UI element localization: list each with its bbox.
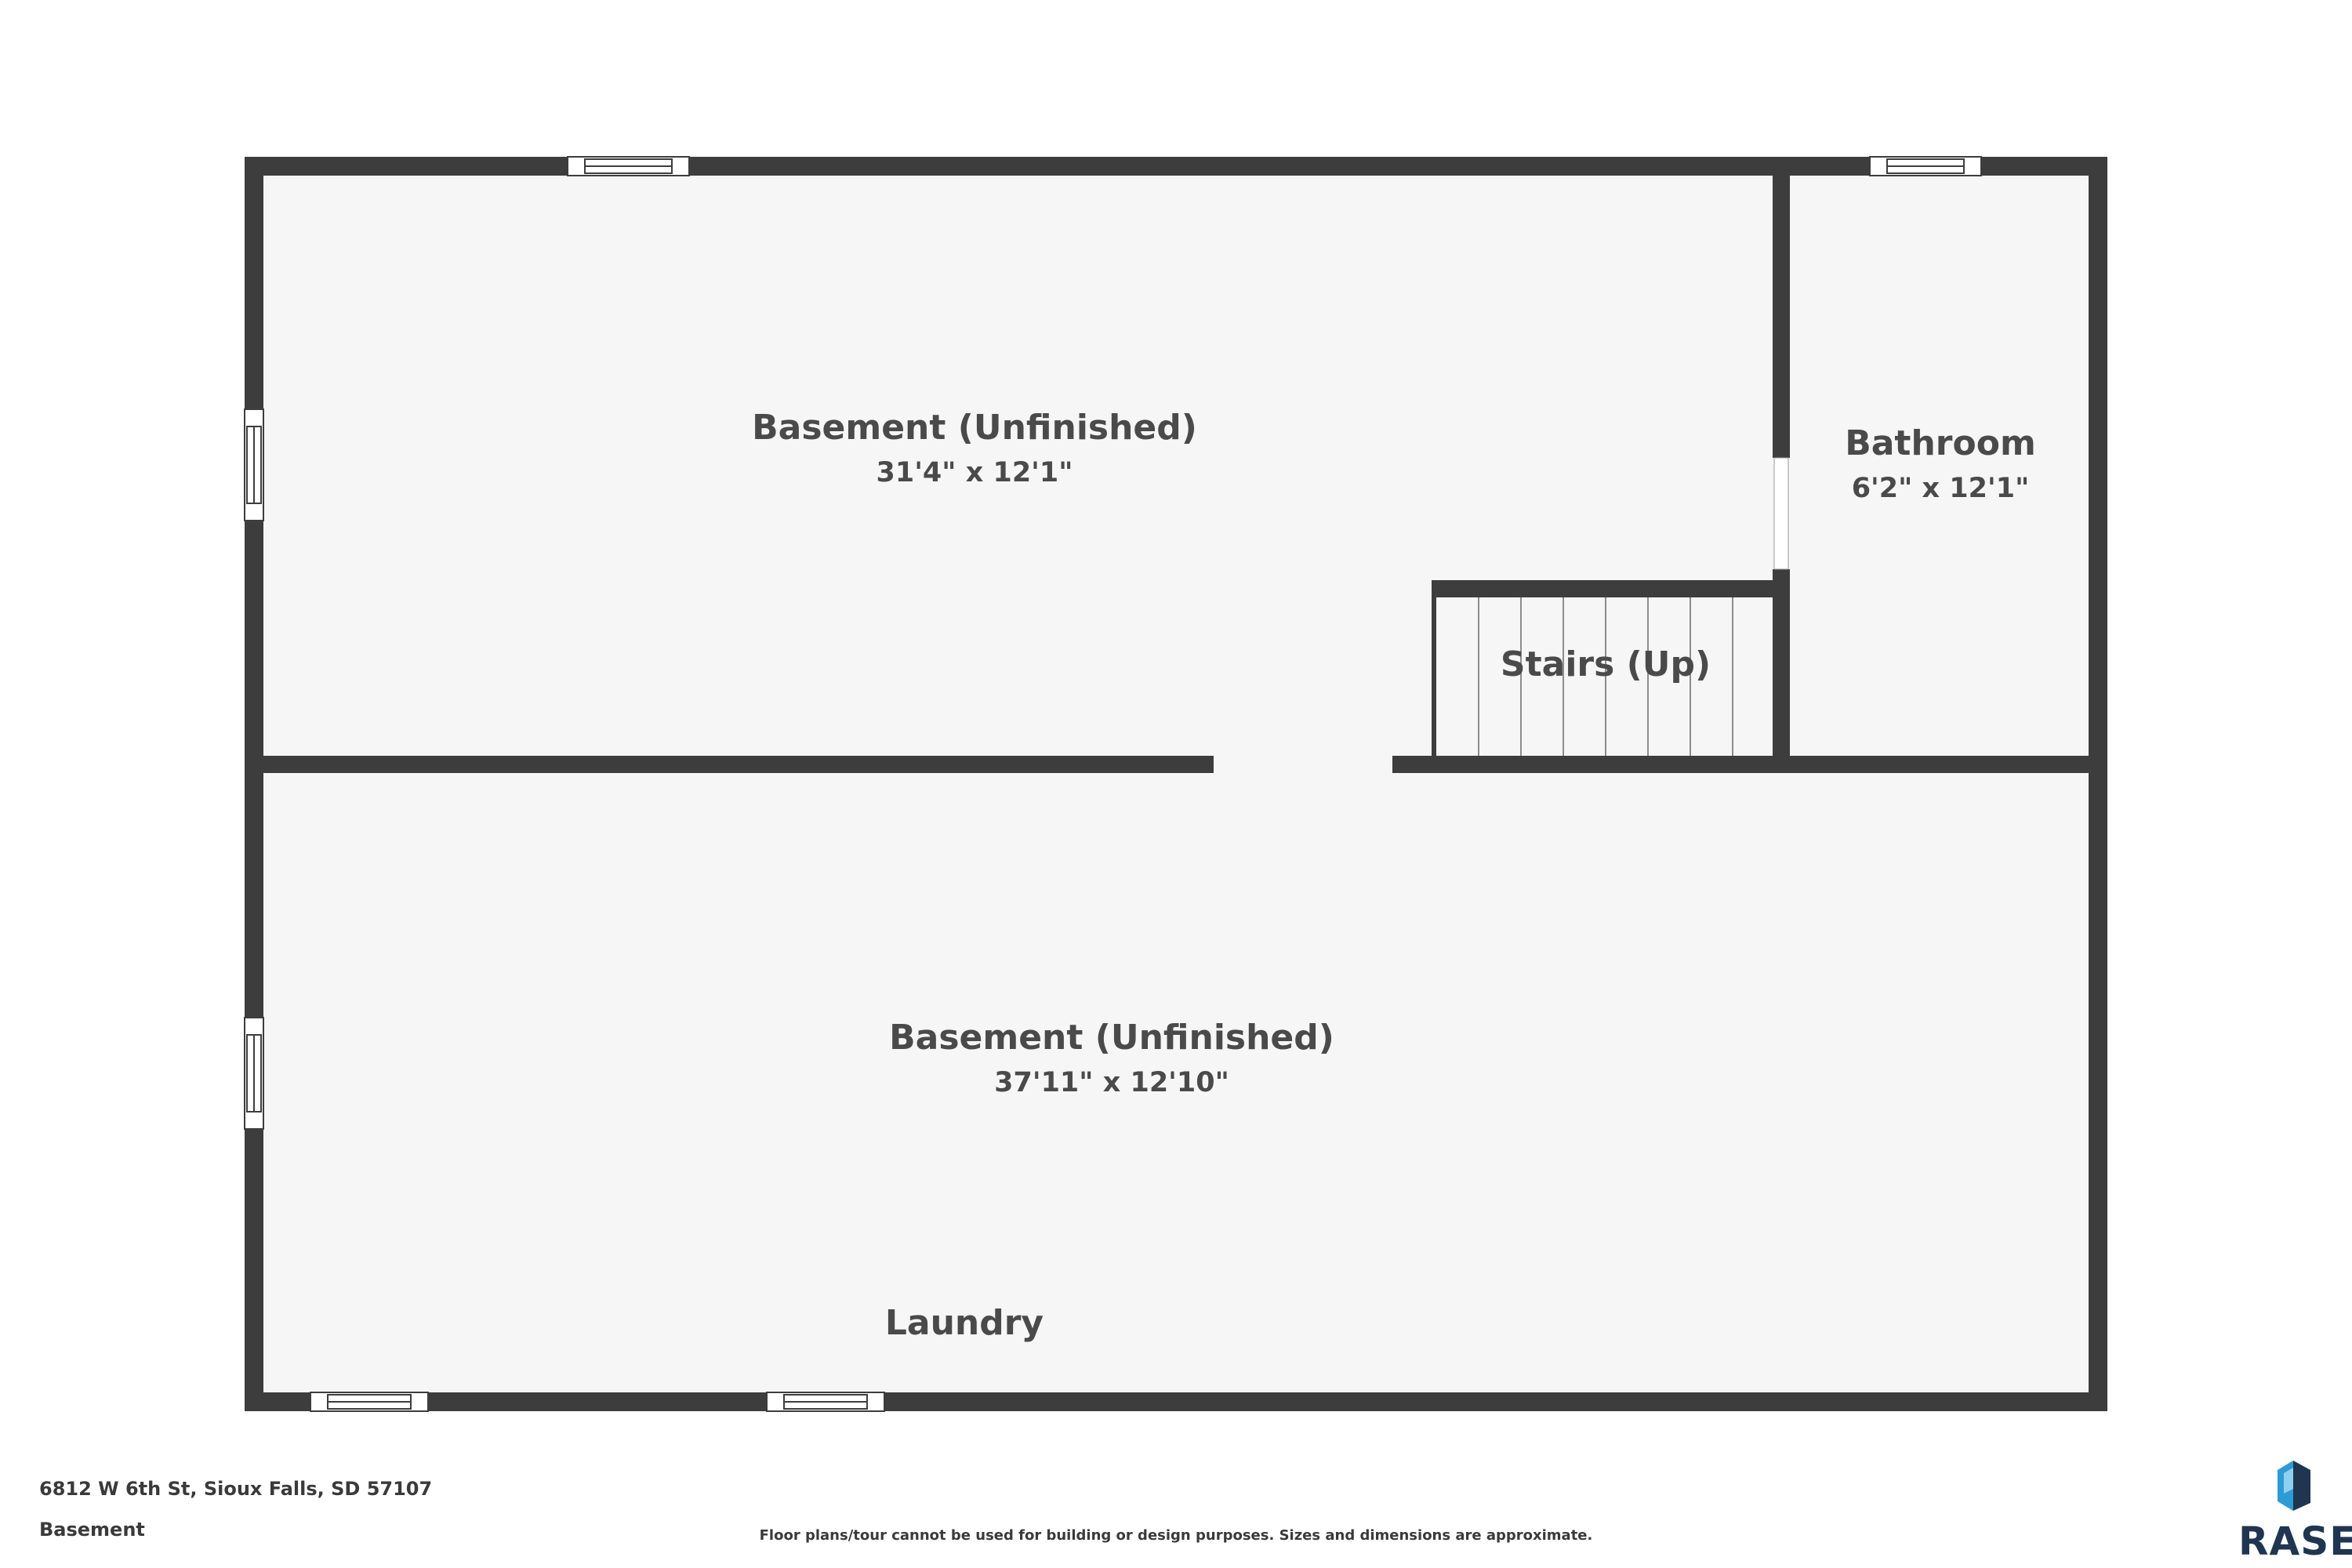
rase-logo: RASE (2238, 1454, 2352, 1568)
logo-text: RASE (2238, 1519, 2352, 1564)
bathroom-wall-lower (1773, 569, 1790, 773)
horizontal-wall-right (1392, 756, 2107, 773)
disclaimer-text: Floor plans/tour cannot be used for buil… (759, 1527, 1593, 1544)
stairs-left-wall (1432, 580, 1436, 773)
window-bottom-left (310, 1392, 429, 1412)
bathroom-wall-upper (1773, 166, 1790, 458)
logo-mark-icon (2278, 1461, 2310, 1511)
stair-treads (1478, 597, 1733, 756)
horizontal-wall-left (245, 756, 1214, 773)
room-basement-upper-dimensions: 31'4" x 12'1" (877, 457, 1073, 488)
stairs-top-wall (1432, 580, 1790, 597)
bathroom-doorway (1773, 457, 1789, 570)
window-bottom-middle (766, 1392, 885, 1412)
room-laundry-name: Laundry (885, 1303, 1044, 1343)
property-address: 6812 W 6th St, Sioux Falls, SD 57107 (39, 1478, 433, 1500)
room-basement-upper-name: Basement (Unfinished) (752, 408, 1197, 448)
room-bathroom-name: Bathroom (1845, 423, 2036, 463)
room-stairs-name: Stairs (Up) (1501, 644, 1711, 684)
room-basement-lower-dimensions: 37'11" x 12'10" (994, 1067, 1229, 1098)
window-left-upper (244, 408, 264, 521)
room-basement-lower-name: Basement (Unfinished) (889, 1018, 1334, 1058)
floor-area (252, 166, 2098, 1396)
interior-walls (245, 166, 2107, 773)
room-bathroom-dimensions: 6'2" x 12'1" (1852, 473, 2030, 504)
window-left-lower (244, 1017, 264, 1130)
floor-level-label: Basement (39, 1519, 145, 1541)
exterior-walls (245, 157, 2107, 1411)
window-top-left (567, 156, 690, 176)
window-top-right (1869, 156, 1982, 176)
